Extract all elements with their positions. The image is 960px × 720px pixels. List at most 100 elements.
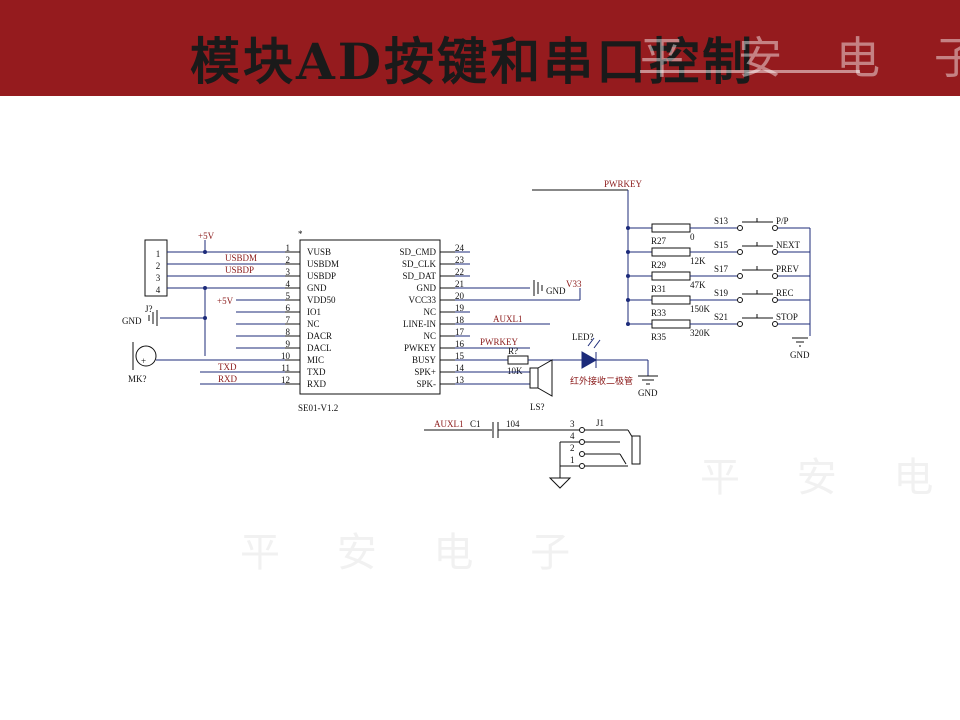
watermark-bottom: 平 安 电 子	[240, 530, 593, 576]
svg-text:J?: J?	[145, 304, 153, 314]
svg-text:MK?: MK?	[128, 374, 147, 384]
speaker: LS?	[529, 359, 553, 412]
net-5v: +5V	[217, 296, 234, 306]
svg-text:2: 2	[570, 443, 575, 453]
ladder-resistor	[651, 271, 691, 281]
ic-pin-name: IO1	[307, 307, 321, 317]
svg-text:2: 2	[156, 261, 161, 271]
ic-pin-name: SPK-	[416, 379, 436, 389]
audio-jack: AUXL1 C1 104 J1 3 4 2 1	[424, 418, 641, 489]
watermark-right: 平 安 电 子	[700, 455, 960, 501]
switch-label: P/P	[776, 216, 789, 226]
ic-pin-num: 14	[455, 363, 465, 373]
ic-pin-name: DACL	[307, 343, 332, 353]
svg-text:红外接收二极管: 红外接收二极管	[570, 375, 633, 386]
ic-pin-name: DACR	[307, 331, 332, 341]
ladder-resistor	[651, 319, 691, 329]
ic-pin-num: 13	[455, 375, 465, 385]
svg-text:C1: C1	[470, 419, 481, 429]
switch-contact	[772, 273, 778, 279]
net-rxd: RXD	[218, 374, 238, 384]
ic-pin-name: USBDM	[307, 259, 339, 269]
ic-pin-num: 19	[455, 303, 465, 313]
ic-pin-name: RXD	[307, 379, 327, 389]
watermark-underline	[640, 70, 860, 73]
svg-text:GND: GND	[790, 350, 810, 360]
ic-pin-name: NC	[307, 319, 320, 329]
svg-text:J1: J1	[596, 418, 604, 428]
ic-pin-num: 2	[286, 255, 291, 265]
r1-ref: R?	[508, 346, 518, 356]
ic-pin-name: LINE-IN	[403, 319, 436, 329]
resistor-ref: R35	[651, 332, 667, 342]
switch-ref: S17	[714, 264, 729, 274]
svg-text:GND: GND	[122, 316, 142, 326]
ic-pin-num: 11	[281, 363, 290, 373]
ic-pin-num: 12	[281, 375, 290, 385]
net-5v-top: +5V	[198, 231, 215, 241]
svg-text:4: 4	[156, 285, 161, 295]
ic-pin-name: SD_DAT	[402, 271, 436, 281]
switch-contact	[737, 321, 743, 327]
switch-label: PREV	[776, 264, 800, 274]
switch-contact	[737, 225, 743, 231]
net-txd: TXD	[218, 362, 237, 372]
ic-pin-name: MIC	[307, 355, 324, 365]
ic-pin-num: 4	[286, 279, 291, 289]
resistor-value: 47K	[690, 280, 706, 290]
switch-label: NEXT	[776, 240, 800, 250]
switch-contact	[772, 225, 778, 231]
resistor-ref: R33	[651, 308, 667, 318]
switch-label: REC	[776, 288, 794, 298]
ladder-resistor	[651, 295, 691, 305]
svg-text:LED?: LED?	[572, 332, 594, 342]
schematic: 1 2 3 4 J? GND +5V USBDM USBDP +5V + MK?…	[122, 179, 811, 489]
ic-pin-name: NC	[423, 307, 436, 317]
resistor-ref: R27	[651, 236, 667, 246]
ic-pin-num: 20	[455, 291, 465, 301]
net-usbdp: USBDP	[225, 265, 254, 275]
ic-pin-name: PWKEY	[404, 343, 436, 353]
ic-pin-num: 8	[286, 327, 291, 337]
svg-text:AUXL1: AUXL1	[434, 419, 464, 429]
ic-pin-name: VDD50	[307, 295, 336, 305]
ic-pin-num: 10	[281, 351, 291, 361]
ic-pin-num: 22	[455, 267, 464, 277]
switch-ref: S19	[714, 288, 729, 298]
resistor-ref: R29	[651, 260, 667, 270]
ic-pin-name: GND	[307, 283, 327, 293]
ladder-resistor	[651, 247, 691, 257]
switch-contact	[737, 297, 743, 303]
ic-pin-num: 7	[286, 315, 291, 325]
svg-text:3: 3	[570, 419, 575, 429]
switch-ref: S13	[714, 216, 729, 226]
resistor-value: 0	[690, 232, 695, 242]
svg-text:*: *	[298, 229, 303, 239]
switch-contact	[772, 321, 778, 327]
ic-pin-name: USBDP	[307, 271, 336, 281]
ic-pin-name: SPK+	[414, 367, 436, 377]
ic-pin-num: 16	[455, 339, 465, 349]
usb-connector: 1 2 3 4 J? GND	[122, 239, 168, 326]
net-pwrkey: PWRKEY	[480, 337, 519, 347]
switch-contact	[737, 249, 743, 255]
svg-text:3: 3	[156, 273, 161, 283]
net-usbdm: USBDM	[225, 253, 257, 263]
ic-pin-num: 3	[286, 267, 291, 277]
title-banner	[0, 0, 960, 96]
ic-pin-name: NC	[423, 331, 436, 341]
ladder-resistor	[651, 223, 691, 233]
svg-text:PWRKEY: PWRKEY	[604, 179, 643, 189]
net-gnd-ic: GND	[546, 286, 566, 296]
ic-pin-name: SD_CMD	[399, 247, 436, 257]
resistor-value: 320K	[690, 328, 711, 338]
watermark-top: 平 安 电 子	[640, 33, 960, 84]
led-ir-receiver: LED? 红外接收二极管	[570, 332, 633, 386]
svg-text:LS?: LS?	[530, 402, 545, 412]
net-auxl1: AUXL1	[493, 314, 523, 324]
page-title: 模块AD按键和串口控制	[190, 32, 756, 91]
switch-contact	[737, 273, 743, 279]
ic-pin-num: 15	[455, 351, 465, 361]
